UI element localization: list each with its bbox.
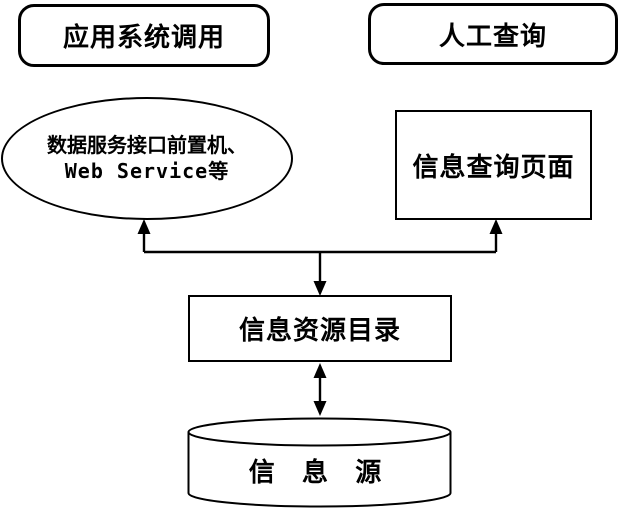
node-data-service-interface-label-line2: Web Service等 (64, 158, 230, 183)
node-manual-query-label: 人工查询 (438, 20, 547, 51)
arrowhead-up-right-icon (489, 219, 503, 234)
node-info-resource-catalog: 信息资源目录 (188, 295, 452, 362)
node-data-service-interface-label-line1: 数据服务接口前置机、 (47, 134, 247, 157)
node-manual-query: 人工查询 (368, 3, 618, 65)
node-info-query-page-label: 信息查询页面 (412, 151, 575, 182)
node-info-query-page: 信息查询页面 (395, 110, 592, 220)
cylinder-shape (187, 417, 452, 508)
node-data-service-interface: 数据服务接口前置机、 Web Service等 (1, 97, 293, 220)
arrowhead-up-left-icon (137, 219, 151, 234)
node-info-resource-catalog-label: 信息资源目录 (238, 315, 401, 345)
node-info-source-label: 信 息 源 (248, 457, 392, 487)
arrowhead-down-center-icon (313, 281, 327, 296)
arrowhead-down-bottom-icon (313, 401, 327, 416)
arrowhead-up-bottom-icon (313, 363, 327, 378)
node-app-system-call-label: 应用系统调用 (62, 22, 225, 52)
node-app-system-call: 应用系统调用 (18, 4, 270, 67)
